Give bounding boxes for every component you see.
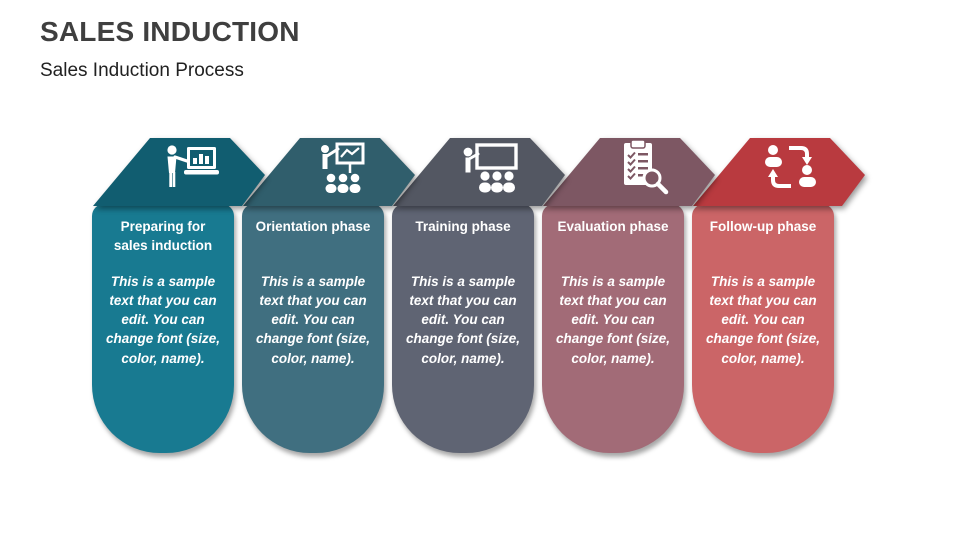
whiteboard-training-icon bbox=[463, 143, 518, 193]
arrow-header-shape bbox=[393, 138, 565, 206]
flipchart-audience-icon bbox=[321, 142, 365, 193]
phase-card: Follow-up phase This is a sample text th… bbox=[692, 204, 834, 453]
phase-title: Follow-up phase bbox=[709, 219, 817, 234]
phase-step-evaluation: Evaluation phase This is a sample text t… bbox=[540, 134, 715, 464]
arrow-header-shape bbox=[93, 138, 265, 206]
page-title: SALES INDUCTION bbox=[40, 16, 300, 47]
arrow-header-shape bbox=[693, 138, 865, 206]
phase-card: Preparing for sales induction This is a … bbox=[92, 204, 234, 453]
people-exchange-icon bbox=[765, 145, 816, 188]
phase-card: Orientation phase This is a sample text … bbox=[242, 204, 384, 453]
arrow-header-shape bbox=[243, 138, 415, 206]
phase-body-text: This is a sample text that you can edit.… bbox=[105, 274, 220, 366]
phase-card: Training phase This is a sample text tha… bbox=[392, 204, 534, 453]
phase-step-orientation: Orientation phase This is a sample text … bbox=[240, 134, 415, 464]
presenter-screen-icon bbox=[167, 145, 219, 187]
phase-body-text: This is a sample text that you can edit.… bbox=[555, 274, 670, 366]
phase-body-text: This is a sample text that you can edit.… bbox=[255, 274, 370, 366]
phase-step-preparing: Preparing for sales induction This is a … bbox=[90, 134, 265, 464]
phase-title: Orientation phase bbox=[255, 219, 371, 234]
phase-card: Evaluation phase This is a sample text t… bbox=[542, 204, 684, 453]
checklist-magnifier-icon bbox=[624, 139, 669, 195]
phase-title: Preparing for sales induction bbox=[113, 219, 213, 253]
arrow-header-shape bbox=[543, 138, 715, 206]
phase-step-follow-up: Follow-up phase This is a sample text th… bbox=[690, 134, 865, 464]
phase-step-training: Training phase This is a sample text tha… bbox=[390, 134, 565, 464]
phase-title: Training phase bbox=[415, 219, 511, 234]
phase-body-text: This is a sample text that you can edit.… bbox=[405, 274, 520, 366]
phase-body-text: This is a sample text that you can edit.… bbox=[705, 274, 820, 366]
page-subtitle: Sales Induction Process bbox=[40, 60, 244, 81]
phase-title: Evaluation phase bbox=[557, 219, 669, 234]
